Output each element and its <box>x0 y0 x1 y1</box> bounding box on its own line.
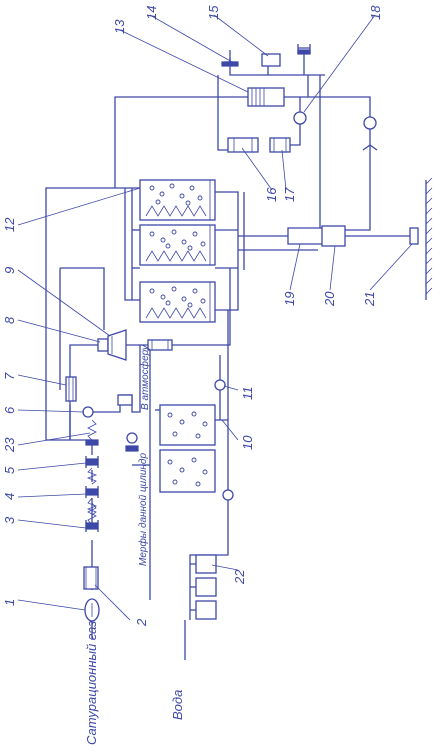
water-containers-22 <box>190 554 217 620</box>
tank-bubbles <box>149 183 206 308</box>
label-water: Вода <box>170 690 185 720</box>
text-labels: Сатурационный газ Вода В атмосферу Мерфы… <box>84 344 185 745</box>
pump-lower <box>222 489 234 501</box>
regulator-3 <box>85 502 99 532</box>
num-22: 22 <box>232 569 247 585</box>
num-3: 3 <box>2 516 17 524</box>
num-21: 21 <box>362 292 377 307</box>
pump-11 <box>214 379 226 391</box>
num-16: 16 <box>264 187 279 202</box>
valve-23 <box>85 419 99 446</box>
label-gas: Сатурационный газ <box>84 621 99 745</box>
num-20: 20 <box>322 291 337 307</box>
num-6: 6 <box>2 406 17 414</box>
vessel-20 <box>321 225 346 247</box>
leader-lines <box>17 14 413 621</box>
pump-18 <box>293 111 307 125</box>
label-atmosphere: В атмосферу <box>139 344 151 410</box>
filter-2 <box>83 566 99 590</box>
label-bypass: Мерфы данной цилиндр <box>137 453 149 566</box>
exchangers-16-17 <box>227 137 291 153</box>
mount-21 <box>409 177 433 300</box>
ejector-8-9 <box>97 329 127 361</box>
num-15: 15 <box>206 5 221 20</box>
flowmeter-7 <box>65 376 77 402</box>
top-unit-13-14-15 <box>221 44 311 107</box>
reference-numbers: 1 2 3 4 5 23 6 7 8 9 10 11 12 13 14 15 1… <box>2 5 383 627</box>
num-4: 4 <box>2 493 17 500</box>
num-14: 14 <box>144 6 159 20</box>
num-7: 7 <box>2 372 17 380</box>
num-2: 2 <box>134 618 149 627</box>
num-23: 23 <box>2 437 17 453</box>
regulator-5 <box>85 456 99 485</box>
gauge-6 <box>82 406 94 418</box>
pump-right <box>363 116 377 130</box>
num-5: 5 <box>2 466 17 474</box>
num-1: 1 <box>2 599 17 606</box>
num-8: 8 <box>2 316 17 324</box>
num-10: 10 <box>240 435 255 450</box>
water-tanks-10 <box>159 404 216 493</box>
num-13: 13 <box>112 19 127 34</box>
components <box>65 44 433 622</box>
pump-23 <box>126 432 138 444</box>
regulator-4 <box>85 486 99 516</box>
num-9: 9 <box>2 267 17 274</box>
num-12: 12 <box>2 217 17 232</box>
num-17: 17 <box>282 187 297 202</box>
num-19: 19 <box>282 292 297 306</box>
num-11: 11 <box>240 387 255 401</box>
inline-filter <box>147 339 173 351</box>
saturator-tanks-12 <box>139 179 216 323</box>
num-18: 18 <box>368 5 383 20</box>
